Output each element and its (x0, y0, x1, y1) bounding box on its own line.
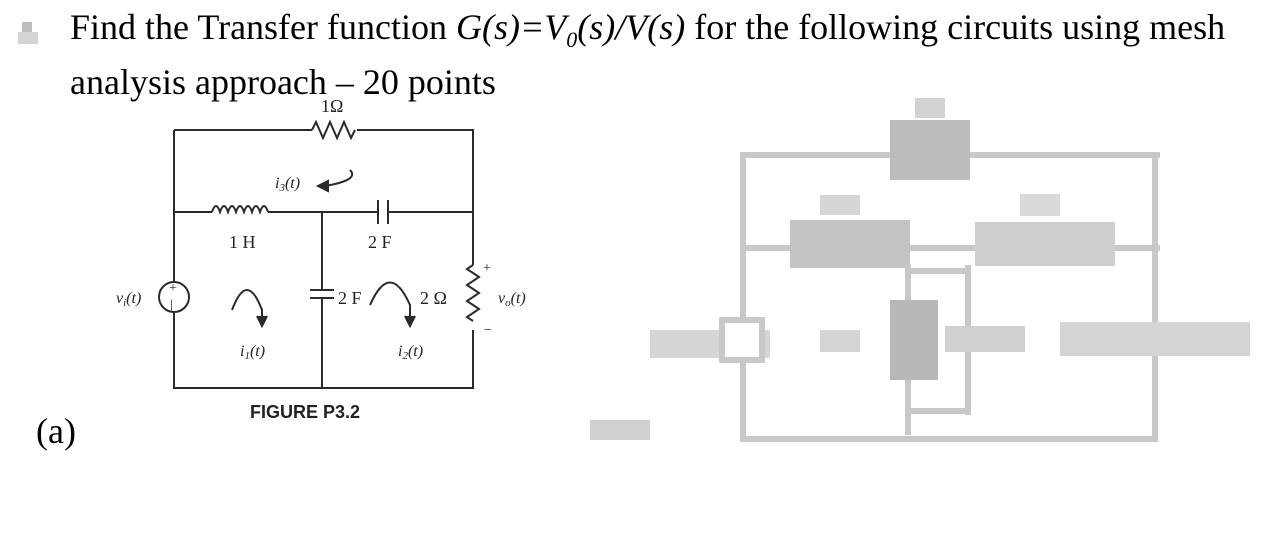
mesh-arrow-i1 (231, 289, 263, 322)
inductor-1h (211, 205, 269, 216)
label-cap-series: 2 F (368, 232, 392, 252)
label-resistor-1ohm: 1Ω (321, 96, 343, 116)
label-inductor: 1 H (229, 232, 256, 252)
mesh-arrow-i2 (369, 281, 411, 322)
voltage-source (158, 281, 190, 313)
circuit-b-blurred (590, 98, 1250, 442)
label-source-vi: vi(t) (116, 290, 141, 309)
capacitor-series-2f (377, 200, 389, 224)
label-output-vo: vo(t) (498, 290, 526, 309)
label-resistor-2ohm: 2 Ω (420, 288, 447, 308)
source-plus-sign: + (169, 281, 177, 296)
resistor-2ohm (465, 264, 481, 322)
label-cap-shunt: 2 F (338, 288, 362, 308)
capacitor-shunt-2f (310, 289, 334, 299)
figure-caption: FIGURE P3.2 (250, 402, 361, 422)
circuit-a (158, 119, 481, 389)
question-suffix: for the following circuits using mesh (685, 7, 1226, 47)
mesh-arrow-i3 (324, 169, 354, 187)
question-line-2: analysis approach – 20 points (70, 62, 496, 103)
label-i1: i1(t) (240, 343, 265, 362)
output-minus-sign: − (484, 323, 492, 338)
output-plus-sign: + (483, 261, 491, 276)
label-i2: i2(t) (398, 343, 423, 362)
resistor-1ohm (311, 119, 356, 141)
question-text: Find the Transfer function G(s)=V0(s)/V(… (70, 6, 1275, 103)
label-i3: i3(t) (275, 175, 300, 194)
part-label: (a) (36, 411, 76, 451)
transfer-function-formula: G(s)=V0(s)/V(s) (455, 7, 686, 53)
source-minus-sign: | (170, 298, 173, 313)
question-prefix: Find the Transfer function (70, 7, 456, 47)
question-number-marker (18, 22, 38, 44)
